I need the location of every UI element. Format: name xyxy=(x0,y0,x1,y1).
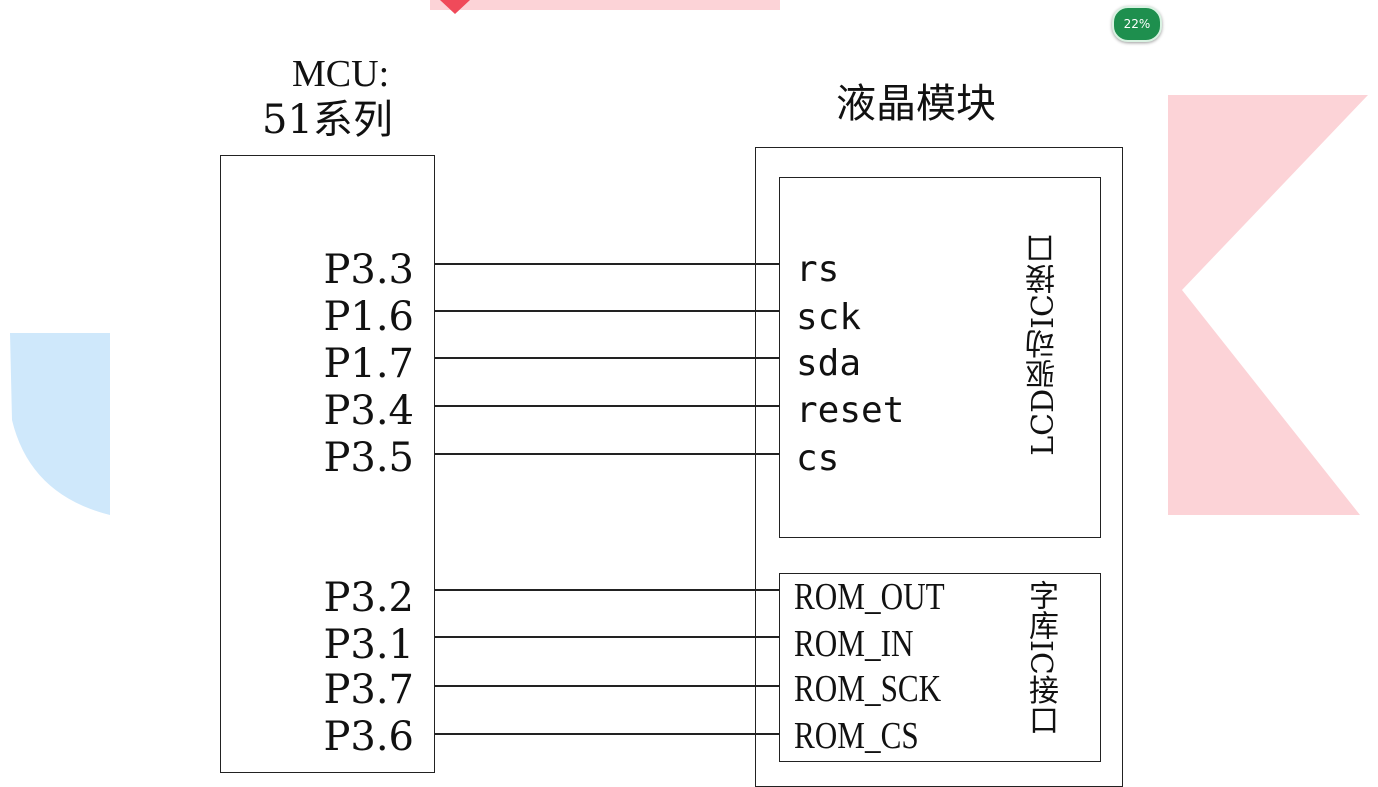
font-ic-signal-label: ROM_CS xyxy=(794,715,919,757)
mcu-pin-label: P3.1 xyxy=(323,622,414,668)
lcd-driver-ic-label: LCD驱动IC接口 xyxy=(1026,234,1061,456)
font-ic-box xyxy=(779,573,1101,762)
mcu-pin-label: P3.6 xyxy=(323,714,414,760)
mcu-pin-label: P1.7 xyxy=(323,341,414,387)
connection-wire xyxy=(435,310,779,312)
pink-chevron-shape xyxy=(1168,95,1368,515)
lcd-signal-label: sck xyxy=(796,297,862,338)
blue-arc-shape xyxy=(10,333,110,515)
mcu-pin-label: P3.3 xyxy=(323,247,414,293)
mcu-pin-label: P3.4 xyxy=(323,388,414,434)
zoom-badge-value: 22% xyxy=(1123,17,1151,31)
font-ic-signal-label: ROM_SCK xyxy=(794,668,942,710)
font-ic-signal-label: ROM_OUT xyxy=(794,576,945,618)
lcd-driver-ic-box xyxy=(779,177,1101,538)
lcd-signal-label: rs xyxy=(796,249,840,290)
mcu-pin-label: P1.6 xyxy=(323,294,414,340)
mcu-pin-label: P3.2 xyxy=(323,575,414,621)
connection-wire xyxy=(435,636,779,638)
lcd-module-title: 液晶模块 xyxy=(836,81,996,127)
pink-top-bar xyxy=(430,0,780,10)
mcu-title-line1: MCU: xyxy=(292,53,390,95)
connection-wire xyxy=(435,453,779,455)
connection-wire xyxy=(435,589,779,591)
font-ic-signal-label: ROM_IN xyxy=(794,623,914,665)
connection-wire xyxy=(435,733,779,735)
mcu-box xyxy=(220,155,435,773)
lcd-signal-label: cs xyxy=(796,438,840,479)
connection-wire xyxy=(435,263,779,265)
connection-wire xyxy=(435,405,779,407)
lcd-signal-label: sda xyxy=(796,343,862,384)
font-ic-label: 字库IC接口 xyxy=(1023,580,1058,735)
connection-wire xyxy=(435,685,779,687)
mcu-pin-label: P3.7 xyxy=(323,667,414,713)
connection-wire xyxy=(435,357,779,359)
zoom-badge[interactable]: 22% xyxy=(1112,6,1162,42)
red-top-accent xyxy=(440,0,470,14)
lcd-signal-label: reset xyxy=(796,390,905,431)
mcu-title-line2: 51系列 xyxy=(262,97,393,143)
mcu-pin-label: P3.5 xyxy=(323,435,414,481)
